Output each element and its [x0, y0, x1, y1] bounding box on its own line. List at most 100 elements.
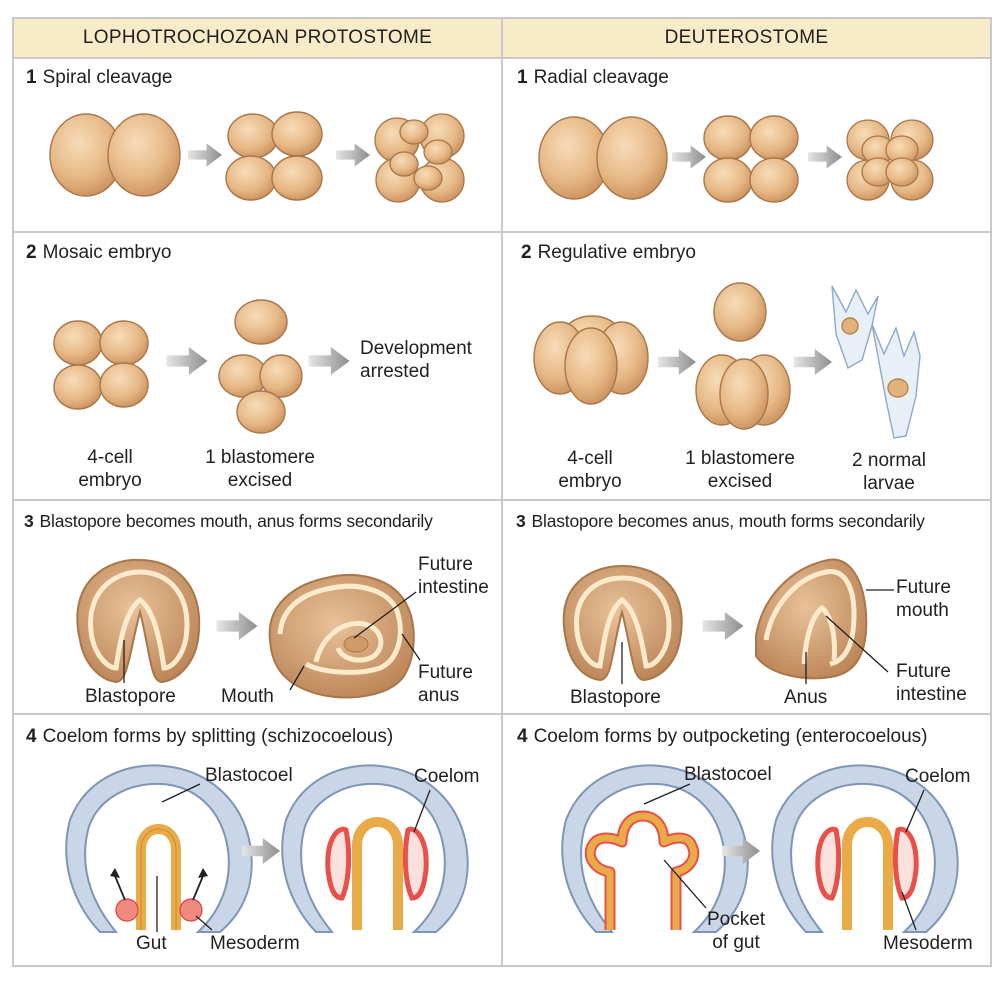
leader-coelom-right: [905, 789, 925, 833]
normal-larvae-label: 2 normal larvae: [834, 449, 944, 495]
normal-larvae-label-l2: larvae: [863, 473, 915, 494]
future-intestine-right-l2: intestine: [896, 684, 967, 705]
spiral-cleavage-4cell: [225, 111, 323, 201]
mosaic-4cell: [53, 320, 149, 410]
leader-mesoderm-right: [901, 891, 917, 931]
future-intestine-right-l1: Future: [896, 661, 951, 682]
spiral-cleavage-2cell: [49, 113, 181, 197]
future-intestine-label-left: Future intestine: [418, 553, 489, 599]
leader-future-intestine-left: [353, 591, 417, 639]
schizocoel-embryo-a: [65, 764, 253, 933]
mouth-label: Mouth: [221, 686, 274, 707]
arrow-r1r-a: [672, 145, 706, 169]
pocket-of-gut-label: Pocket of gut: [694, 908, 778, 954]
leader-mouth: [289, 665, 305, 691]
arrow-r2r-b: [793, 349, 833, 375]
cell-4-right: [501, 713, 992, 967]
header-deuterostome-text: DEUTEROSTOME: [664, 27, 829, 48]
row3-right-num: 3: [516, 511, 526, 531]
row1-right-num: 1: [517, 67, 528, 88]
blastocoel-label-right: Blastocoel: [684, 764, 772, 785]
future-anus-label: Future anus: [418, 661, 473, 707]
future-anus-l2: anus: [418, 685, 460, 706]
spiral-cleavage-8cell: [374, 113, 465, 203]
schizocoel-embryo-b: [281, 764, 469, 933]
normal-larvae: [831, 285, 921, 439]
leader-future-anus: [401, 633, 421, 661]
mosaic-4cell-label-l2: embryo: [78, 470, 142, 491]
mosaic-excised: [218, 299, 303, 434]
blastopore-label-left: Blastopore: [85, 686, 176, 707]
deuterostome-gastrula: [562, 564, 683, 682]
arrow-r1r-b: [808, 145, 842, 169]
row2-left-title-text: Mosaic embryo: [42, 242, 172, 263]
row3-right-title-text: Blastopore becomes anus, mouth forms sec…: [531, 511, 925, 531]
regulative-4cell: [533, 315, 649, 405]
leader-blastocoel-left: [161, 783, 201, 803]
row3-left-num: 3: [24, 511, 34, 531]
mesoderm-label-left: Mesoderm: [210, 933, 300, 954]
regulative-excised-label-l1: 1 blastomere: [685, 448, 795, 469]
mosaic-excised-label-l2: excised: [227, 470, 293, 491]
coelom-label-right: Coelom: [905, 766, 971, 787]
blastocoel-label-left: Blastocoel: [205, 765, 293, 786]
enterocoel-embryo-b: [771, 764, 959, 933]
normal-larvae-label-l1: 2 normal: [852, 450, 926, 471]
regulative-4cell-label-l1: 4-cell: [567, 448, 613, 469]
protostome-gastrula: [76, 558, 201, 684]
pocket-of-gut-l2: of gut: [712, 932, 760, 953]
future-anus-l1: Future: [418, 662, 473, 683]
mosaic-excised-label: 1 blastomere excised: [190, 446, 330, 492]
pocket-of-gut-l1: Pocket: [706, 909, 766, 930]
future-mouth-l1: Future: [896, 577, 951, 598]
mosaic-excised-label-l1: 1 blastomere: [205, 447, 315, 468]
development-arrested-l1: Development: [360, 338, 472, 359]
future-intestine-left-l2: intestine: [418, 577, 489, 598]
future-mouth-label: Future mouth: [896, 576, 951, 622]
row2-right-title-text: Regulative embryo: [537, 242, 696, 263]
development-arrested-label: Development arrested: [360, 337, 472, 383]
row4-left-num: 4: [26, 726, 37, 747]
row2-left-num: 2: [26, 242, 37, 263]
radial-cleavage-4cell: [703, 115, 799, 203]
leader-future-intestine-right: [825, 615, 889, 673]
regulative-excised: [695, 282, 791, 430]
deuterostome-larva: [755, 558, 868, 680]
gut-label: Gut: [136, 933, 167, 954]
arrow-r1l-b: [336, 143, 370, 167]
row4-left-title-text: Coelom forms by splitting (schizocoelous…: [42, 726, 394, 747]
arrow-r2r-a: [657, 349, 697, 375]
row3-left-title-text: Blastopore becomes mouth, anus forms sec…: [39, 511, 433, 531]
regulative-excised-label: 1 blastomere excised: [670, 447, 810, 493]
leader-pocket: [663, 859, 707, 909]
row4-right-title-text: Coelom forms by outpocketing (enterocoel…: [533, 726, 928, 747]
arrow-r2l-b: [308, 347, 350, 375]
future-intestine-left-l1: Future: [418, 554, 473, 575]
header-protostome: LOPHOTROCHOZOAN PROTOSTOME: [12, 17, 503, 59]
leader-coelom-left: [413, 789, 431, 833]
arrow-r1l-a: [188, 143, 222, 167]
row4-right-num: 4: [517, 726, 528, 747]
blastopore-label-right: Blastopore: [570, 687, 661, 708]
arrow-r3r: [702, 612, 744, 640]
radial-cleavage-8cell: [846, 119, 934, 201]
future-intestine-label-right: Future intestine: [896, 660, 967, 706]
regulative-4cell-label: 4-cell embryo: [540, 447, 640, 493]
mosaic-4cell-label: 4-cell embryo: [60, 446, 160, 492]
anus-label: Anus: [784, 687, 828, 708]
mesoderm-label-right: Mesoderm: [883, 933, 973, 954]
header-protostome-text: LOPHOTROCHOZOAN PROTOSTOME: [82, 27, 433, 48]
row1-right-title-text: Radial cleavage: [533, 67, 669, 88]
leader-mesoderm-left: [195, 915, 213, 931]
regulative-4cell-label-l2: embryo: [558, 471, 622, 492]
row1-left-num: 1: [26, 67, 37, 88]
